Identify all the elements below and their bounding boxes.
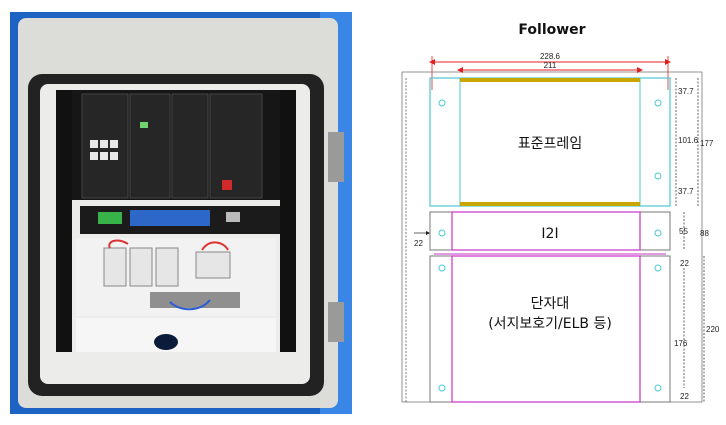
i2i-height-label: 55 — [679, 227, 688, 236]
surge-protectors — [103, 247, 231, 287]
rail-left — [56, 90, 72, 352]
ethernet-ports — [90, 140, 118, 160]
follower-dimension-diagram: Follower 228.6 211 표준프레임 37.7 101.6 37.7… — [401, 22, 720, 403]
wires-blue — [169, 299, 211, 311]
gap-small-label: 22 — [680, 259, 689, 268]
frame-total-label: 177 — [700, 139, 714, 148]
terminal-block — [150, 292, 240, 308]
frame-mount-holes — [438, 99, 662, 180]
i2i-panel — [451, 211, 641, 251]
mid-total-label: 88 — [700, 229, 709, 238]
terminal-label-line2: (서지보호기/ELB 등) — [488, 316, 612, 332]
i2i-board — [130, 210, 210, 226]
wires — [108, 239, 229, 251]
i2i-rj45 — [226, 212, 240, 222]
bottom-seg-label: 176 — [674, 339, 688, 348]
frame-seg-top-label: 37.7 — [678, 87, 694, 96]
lower-cavity — [76, 318, 276, 352]
standard-frame-label: 표준프레임 — [518, 136, 582, 152]
terminal-label-line1: 단자대 — [531, 296, 570, 312]
frame-rail-bottom — [460, 202, 640, 206]
frame-seg-bottom-label: 37.7 — [678, 187, 694, 196]
inner-width-label: 211 — [544, 61, 557, 70]
rail-right — [280, 90, 296, 352]
bottom-total-label: 220 — [706, 325, 720, 334]
i2i-label: I2I — [541, 226, 558, 242]
i2i-terminal-green — [98, 212, 122, 224]
bottom-gap-label: 22 — [680, 392, 689, 401]
i2i-mount-holes — [438, 229, 662, 237]
cable-entry-hole — [154, 334, 178, 350]
cabinet-photo — [10, 12, 352, 414]
rack-cards — [81, 93, 263, 199]
frame-rail-top — [460, 78, 640, 82]
left-offset-label: 22 — [414, 239, 423, 248]
terminal-panel — [451, 255, 641, 403]
terminal-mount-holes — [438, 264, 662, 392]
hinge-top — [328, 132, 344, 182]
total-width-label: 228.6 — [540, 52, 561, 61]
power-switch — [222, 180, 232, 190]
card-led — [140, 122, 148, 128]
hinge-bottom — [328, 302, 344, 342]
diagram-title: Follower — [518, 22, 585, 38]
frame-seg-mid-label: 101.6 — [678, 136, 699, 145]
